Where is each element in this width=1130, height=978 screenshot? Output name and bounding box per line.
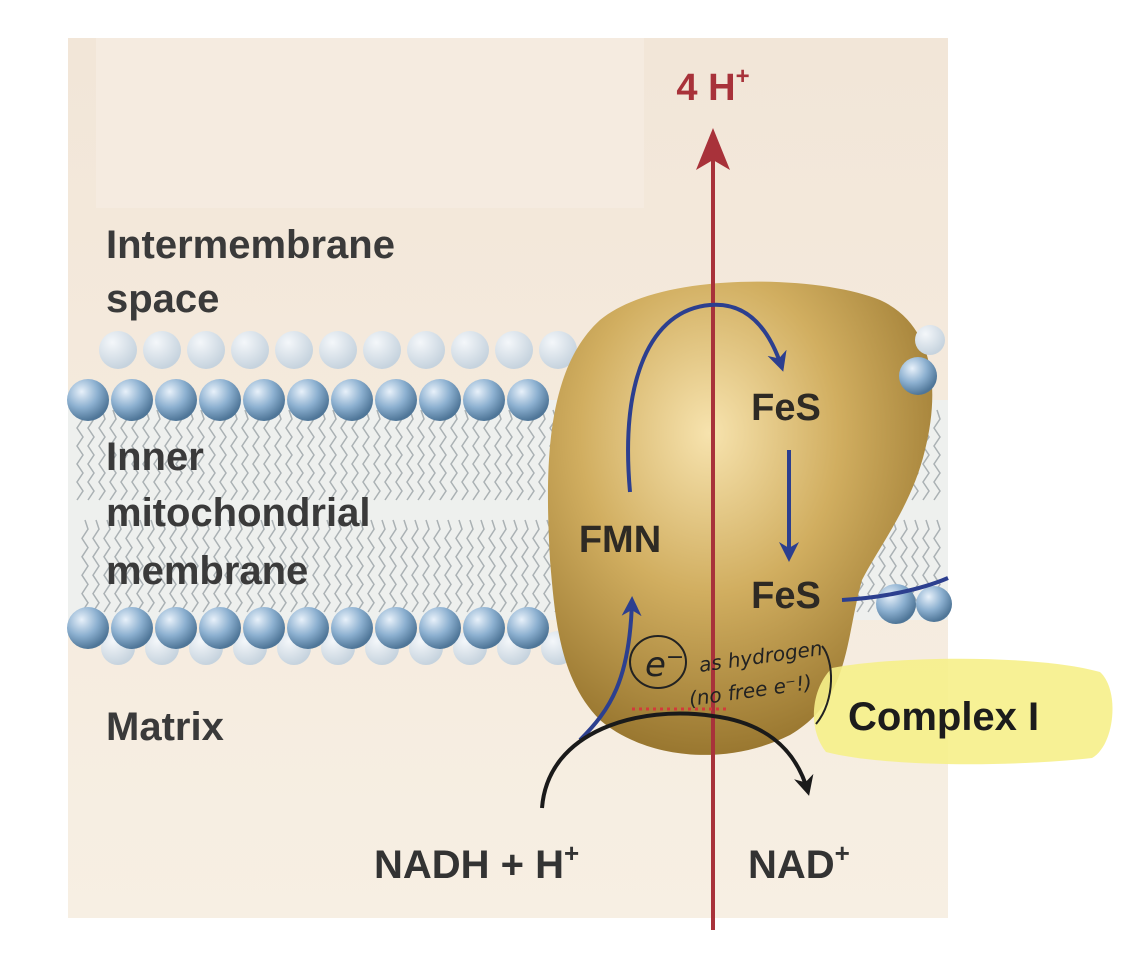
nadh-to-fmn-electron-arrow (578, 596, 642, 742)
proton-arrowhead (696, 128, 730, 170)
matrix-label: Matrix (106, 705, 224, 749)
complex-i-label: Complex I (848, 695, 1039, 739)
complex-i-body (547, 281, 933, 755)
fes-bottom-label: FeS (751, 575, 821, 617)
inner-membrane-label-line1: Inner (106, 435, 204, 479)
nadh-label: NADH + H+ (374, 838, 579, 887)
nadh-to-nad-arrow (540, 711, 814, 809)
top-cover-box (96, 38, 644, 208)
intermembrane-space-label-line2: space (106, 277, 219, 321)
fes-top-label: FeS (751, 387, 821, 429)
proton-output-label: 4 H+ (676, 63, 749, 109)
inner-membrane-label-line2: mitochondrial (106, 491, 370, 535)
electron-annotation: e− (645, 645, 684, 685)
inner-membrane-label-line3: membrane (106, 549, 308, 593)
complex-label-highlight (813, 658, 1113, 765)
electron-circle (629, 635, 687, 689)
nad-label: NAD+ (748, 838, 850, 887)
fmn-to-fes-electron-arrow (626, 302, 787, 493)
fmn-label: FMN (579, 519, 661, 561)
annotation-bracket (815, 645, 832, 725)
intermembrane-space-label-line1: Intermembrane (106, 223, 395, 267)
fes-exit-electron-path (841, 576, 949, 602)
